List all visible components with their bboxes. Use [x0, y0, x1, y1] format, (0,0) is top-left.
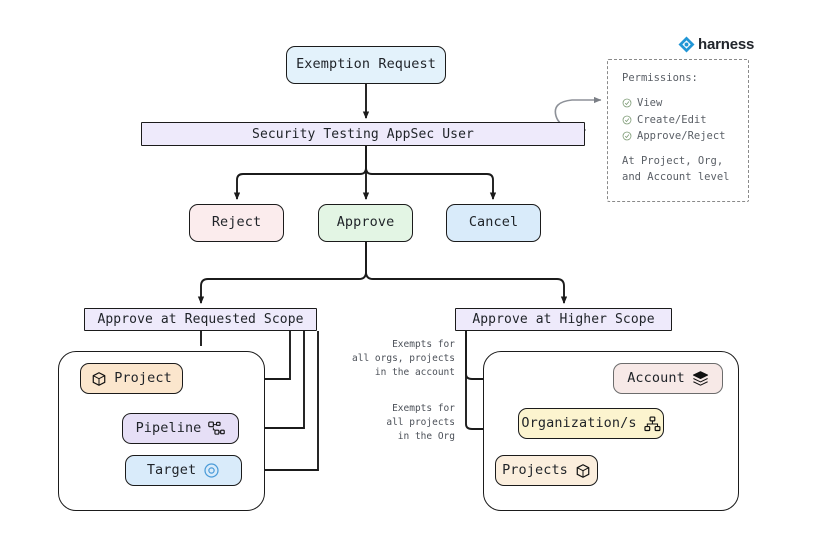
- permission-label: Approve/Reject: [637, 129, 726, 142]
- node-label: Projects: [502, 461, 568, 478]
- node-label: Target: [146, 461, 197, 478]
- node-projects[interactable]: Projects: [495, 455, 598, 486]
- harness-logo-text: harness: [698, 36, 755, 53]
- node-exemption-request[interactable]: Exemption Request: [286, 46, 446, 84]
- cube-icon: [575, 463, 591, 479]
- permissions-panel: Permissions: View Create/Edit Approve/Re…: [607, 59, 749, 202]
- permissions-title: Permissions:: [622, 72, 698, 84]
- permission-item-view: View: [622, 95, 748, 111]
- cube-icon: [91, 371, 107, 387]
- node-label: Approve at Requested Scope: [97, 312, 304, 327]
- node-label: Pipeline: [135, 419, 202, 436]
- org-tree-icon: [643, 415, 661, 432]
- node-label: Account: [627, 369, 685, 386]
- caption-exempts-org: Exempts for all projects in the Org: [386, 403, 455, 442]
- node-approve-at-higher-scope[interactable]: Approve at Higher Scope: [455, 308, 672, 331]
- permission-label: Create/Edit: [637, 113, 707, 126]
- check-circle-icon: [622, 98, 632, 108]
- check-circle-icon: [622, 115, 632, 125]
- node-organizations[interactable]: Organization/s: [518, 408, 664, 439]
- pipeline-icon: [208, 421, 226, 436]
- caption-exempts-account: Exempts for all orgs, projects in the ac…: [352, 339, 455, 378]
- node-label: Security Testing AppSec User: [252, 126, 474, 142]
- permissions-footer: At Project, Org, and Account level: [622, 155, 730, 184]
- node-label: Approve at Higher Scope: [472, 312, 655, 327]
- harness-diamond-logo-icon: [678, 36, 695, 53]
- node-target[interactable]: Target: [125, 455, 242, 486]
- node-approve-at-requested-scope[interactable]: Approve at Requested Scope: [84, 308, 317, 331]
- permission-item-create-edit: Create/Edit: [622, 112, 748, 128]
- node-label: Approve: [336, 214, 395, 231]
- node-label: Organization/s: [521, 414, 637, 431]
- node-label: Project: [114, 369, 172, 386]
- check-circle-icon: [622, 131, 632, 141]
- node-approve[interactable]: Approve: [318, 204, 413, 242]
- permission-label: View: [637, 97, 663, 110]
- node-cancel[interactable]: Cancel: [446, 204, 541, 242]
- target-icon: [203, 462, 220, 479]
- permission-item-approve-reject: Approve/Reject: [622, 128, 748, 144]
- node-label: Reject: [211, 214, 262, 231]
- node-project[interactable]: Project: [80, 363, 183, 394]
- layers-icon: [692, 370, 709, 387]
- harness-logo: harness: [678, 36, 754, 53]
- node-label: Cancel: [468, 214, 519, 231]
- node-pipeline[interactable]: Pipeline: [122, 413, 239, 444]
- node-security-testing-appsec-user[interactable]: Security Testing AppSec User: [141, 122, 585, 146]
- node-reject[interactable]: Reject: [189, 204, 284, 242]
- node-label: Exemption Request: [296, 56, 436, 73]
- node-account[interactable]: Account: [613, 363, 723, 394]
